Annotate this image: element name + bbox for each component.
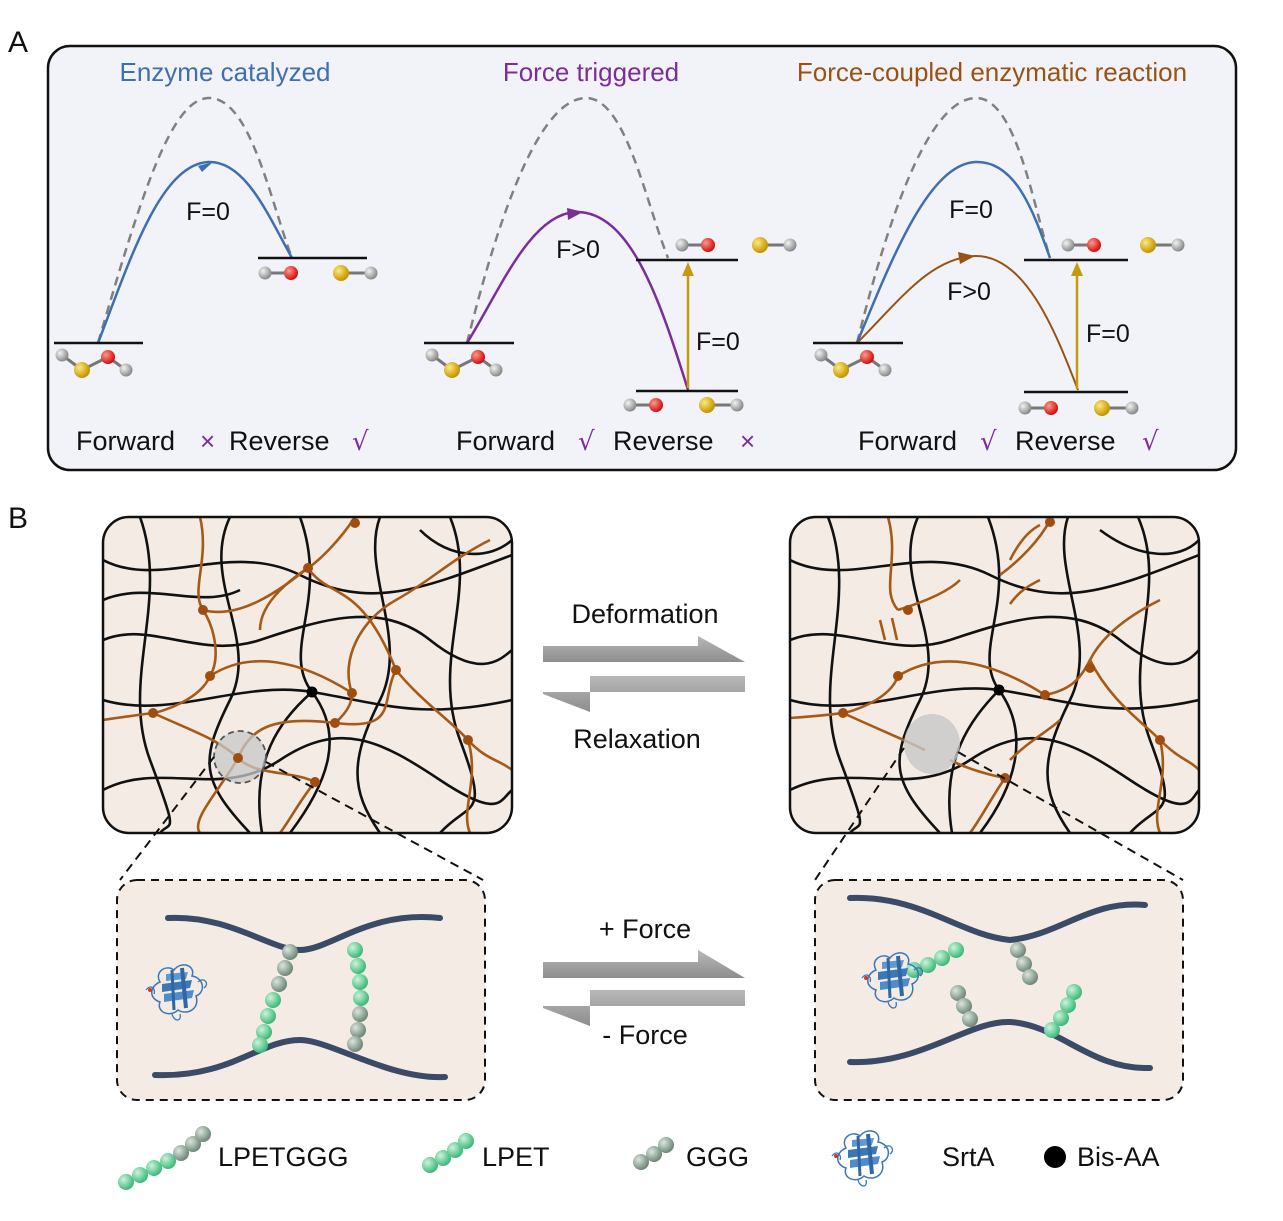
lpet-chain-icon — [422, 1133, 474, 1173]
deformation-label: Deformation — [571, 599, 718, 629]
legend-label-ggg: GGG — [686, 1142, 749, 1172]
sub1-uncatalyzed-barrier — [96, 96, 294, 344]
plus-force-label: + Force — [599, 914, 691, 944]
sub3-forward-label: Forward — [858, 426, 957, 456]
srta-protein-icon — [830, 1128, 895, 1188]
sub3-relax-label: F=0 — [1086, 320, 1130, 348]
subpanel-force-triggered: Force triggered F>0 F=0 Forward √ Revers… — [424, 57, 798, 457]
zoom-cleaved-bottom-strand — [847, 1018, 1153, 1072]
sub2-dashed-barrier — [465, 96, 670, 344]
legend-label-srta: SrtA — [942, 1142, 995, 1172]
relaxation-label: Relaxation — [573, 724, 701, 754]
panel-a-letter: A — [8, 26, 28, 59]
sub1-reverse-label: Reverse — [229, 426, 330, 456]
sub1-catalyzed-path — [96, 160, 294, 344]
relaxation-arrow — [543, 676, 745, 712]
sub1-reverse-mark: √ — [352, 427, 369, 457]
panel-b-letter: B — [8, 502, 28, 535]
sub2-forward-mark: √ — [578, 427, 595, 457]
sub2-path-arrowhead — [567, 208, 583, 220]
zoom-cleaved-top-strand — [847, 894, 1148, 944]
sub3-relax-arrowhead — [1071, 262, 1083, 276]
sub3-force-arrowhead — [958, 252, 975, 264]
sub3-reverse-mark: √ — [1142, 427, 1159, 457]
deformation-arrow — [543, 636, 745, 662]
sub2-forward-label: Forward — [456, 426, 555, 456]
network-relaxed-bisaa-node — [306, 686, 318, 698]
sub2-relax-arrowhead — [682, 262, 694, 276]
sub2-relax-label: F=0 — [696, 328, 740, 356]
plus-force-arrow — [543, 950, 745, 978]
sub1-force-label: F=0 — [186, 198, 230, 226]
network-deformed-bisaa-node — [993, 684, 1005, 696]
legend: LPETGGG LPET GGG SrtA Bis-AA — [118, 1126, 1160, 1190]
zoom-crosslinked — [116, 879, 486, 1101]
zoom-cleaved-lpet-bottom — [1044, 984, 1082, 1038]
sub1-title: Enzyme catalyzed — [120, 57, 331, 87]
zoom-crosslinked-bottom-strand — [152, 1036, 448, 1081]
zoom-crosslinked-top-strand — [165, 913, 443, 954]
sub3-label-mid: F>0 — [947, 278, 991, 306]
network-relaxed-black-chains — [103, 517, 512, 833]
network-relaxed — [101, 515, 514, 835]
sub1-forward-mark: × — [200, 426, 215, 456]
zoom-crosslinked-bead-chain-1 — [252, 944, 298, 1053]
network-relaxed-crosslinks — [148, 518, 473, 787]
sub3-dashed-barrier — [855, 96, 1052, 344]
subpanel-force-coupled: Force-coupled enzymatic reaction F=0 F>0… — [797, 57, 1187, 457]
zoom-crosslinked-box — [116, 879, 486, 1101]
force-equilibrium-arrows: + Force - Force — [543, 914, 745, 1050]
panel-a-box — [46, 44, 1238, 472]
sub3-force-path — [856, 254, 1079, 391]
sub3-title: Force-coupled enzymatic reaction — [797, 57, 1187, 87]
sub3-reverse-label: Reverse — [1015, 426, 1116, 456]
sub2-title: Force triggered — [503, 57, 679, 87]
network-deformed-crosslinks — [838, 517, 1165, 783]
network-deformed-zoom-region — [904, 714, 960, 774]
zoom-cleaved-ggg-bottom — [950, 985, 978, 1027]
network-deformed-border — [788, 515, 1201, 835]
zoom-connectors — [119, 747, 1184, 881]
sub2-force-label: F>0 — [556, 236, 600, 264]
network-relaxed-border — [101, 515, 514, 835]
sub3-forward-mark: √ — [980, 427, 997, 457]
lpetggg-chain-icon — [118, 1126, 211, 1190]
legend-label-lpetggg: LPETGGG — [218, 1142, 349, 1172]
ggg-chain-icon — [633, 1137, 674, 1170]
zoom-cleaved-ggg-top — [1010, 942, 1038, 985]
minus-force-label: - Force — [602, 1020, 688, 1050]
minus-force-arrow — [543, 990, 745, 1026]
zoom-cleaved-box — [814, 879, 1184, 1101]
sub1-path-arrowhead — [198, 162, 213, 172]
zoom-crosslinked-bead-chain-2 — [347, 942, 369, 1052]
legend-label-bisaa: Bis-AA — [1077, 1142, 1160, 1172]
subpanel-enzyme-catalyzed: Enzyme catalyzed F=0 Forward × Reverse √ — [54, 57, 379, 457]
deformation-equilibrium-arrows: Deformation Relaxation — [543, 599, 745, 754]
zoom-cleaved — [814, 879, 1184, 1101]
sub3-catalyzed-path — [855, 160, 1052, 344]
black-dot-icon — [1044, 1146, 1066, 1168]
legend-label-lpet: LPET — [482, 1142, 550, 1172]
sub2-reverse-label: Reverse — [613, 426, 714, 456]
sub2-reverse-mark: × — [740, 426, 755, 456]
sub1-forward-label: Forward — [76, 426, 175, 456]
network-deformed — [788, 515, 1201, 835]
sub3-label-top: F=0 — [949, 196, 993, 224]
